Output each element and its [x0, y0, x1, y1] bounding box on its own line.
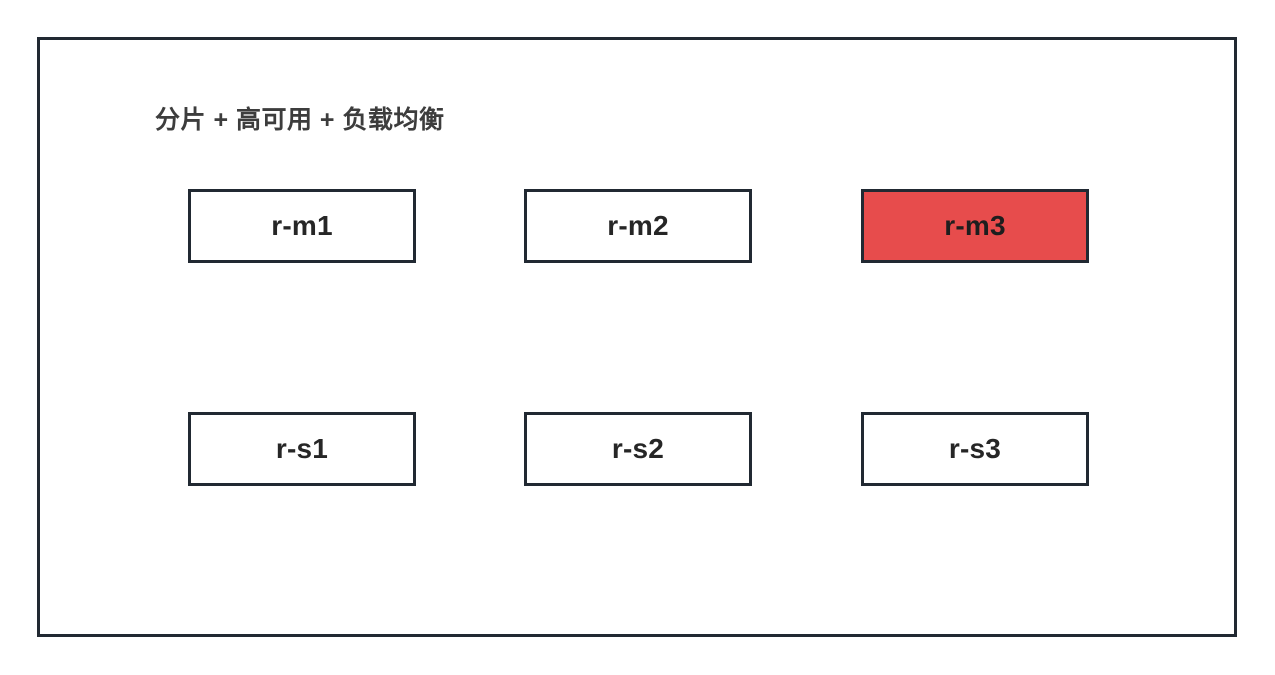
node-label: r-m3: [944, 210, 1006, 241]
node-r-s3[interactable]: r-s3: [861, 412, 1089, 486]
node-label: r-s3: [948, 433, 1002, 464]
node-r-s2[interactable]: r-s2: [524, 412, 752, 486]
node-r-s1[interactable]: r-s1: [188, 412, 416, 486]
node-label: r-m1: [271, 210, 333, 241]
node-r-m3[interactable]: r-m3: [861, 189, 1089, 263]
node-label: r-m2: [607, 210, 669, 241]
node-r-m2[interactable]: r-m2: [524, 189, 752, 263]
node-label: r-s1: [275, 433, 329, 464]
node-label: r-s2: [611, 433, 665, 464]
node-r-m1[interactable]: r-m1: [188, 189, 416, 263]
diagram-frame: [37, 37, 1237, 637]
diagram-title: 分片 + 高可用 + 负载均衡: [155, 106, 445, 134]
